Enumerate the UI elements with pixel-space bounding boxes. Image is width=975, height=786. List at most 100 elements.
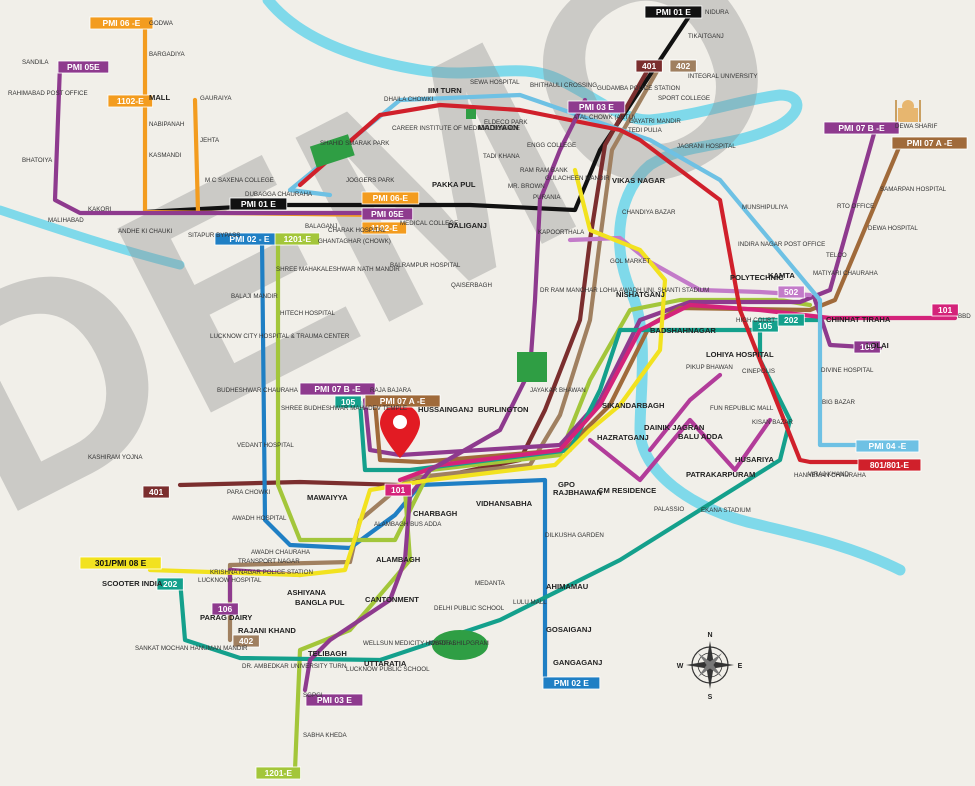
station-label[interactable]: AWADH SHILPGRAM (428, 640, 489, 647)
station-label[interactable]: PARAG DAIRY (200, 613, 252, 622)
station-label[interactable]: BALU ADDA (678, 432, 723, 441)
station-label[interactable]: KASHIRAM YOJNA (88, 454, 143, 461)
station-label[interactable]: BANGLA PUL (295, 598, 345, 607)
station-label[interactable]: VIKAS NAGAR (612, 176, 666, 185)
station-label[interactable]: M C SAXENA COLLEGE (205, 177, 274, 184)
route-tag[interactable]: PMI 05E (57, 60, 110, 74)
station-label[interactable]: DEWA SHARIF (895, 123, 938, 130)
station-label[interactable]: VIRAJ KHAND (808, 471, 849, 478)
station-label[interactable]: MALIHABAD (48, 217, 84, 224)
station-label[interactable]: MR. BROWN (508, 183, 545, 190)
station-label[interactable]: POLYTECHNIC (730, 273, 784, 282)
station-label[interactable]: HIGH COURT (736, 317, 775, 324)
station-label[interactable]: HUSSAINGANJ (418, 405, 473, 414)
route-tag[interactable]: 1201-E (255, 766, 301, 780)
route-tag[interactable]: 301/PMI 08 E (79, 556, 162, 570)
station-label[interactable]: CHARBAGH (413, 509, 457, 518)
station-label[interactable]: BALAGANJ (305, 223, 337, 230)
station-label[interactable]: LUCKNOW CITY HOSPITAL & TRAUMA CENTER (210, 333, 350, 340)
station-label[interactable]: GAYATRI MANDIR (629, 118, 681, 125)
station-label[interactable]: JAYAKAR BHAWAN (530, 387, 586, 394)
station-label[interactable]: KAMTA (768, 271, 795, 280)
station-label[interactable]: TELIBAGH (308, 649, 347, 658)
station-label[interactable]: KISAN BAZAR (752, 419, 793, 426)
station-label[interactable]: DILKUSHA GARDEN (545, 532, 604, 539)
station-label[interactable]: KAKORI (88, 206, 112, 213)
station-label[interactable]: BADSHAHNAGAR (650, 326, 716, 335)
route-tag[interactable]: PMI 01 E (229, 197, 288, 211)
station-label[interactable]: LUCKNOW PUBLIC SCHOOL (346, 666, 430, 673)
station-label[interactable]: ASHIYANA (287, 588, 326, 597)
station-label[interactable]: DELHI PUBLIC SCHOOL (434, 605, 505, 612)
station-label[interactable]: CAREER INSTITUTE OF MEDICAL SCIENCE (392, 125, 520, 132)
location-pin-icon[interactable] (380, 404, 420, 458)
station-label[interactable]: AHIMAMAU (546, 582, 589, 591)
station-label[interactable]: LUCKNOW HOSPITAL (198, 577, 262, 584)
route-tag[interactable]: 401 (142, 485, 170, 499)
route-tag[interactable]: PMI 06-E (361, 191, 420, 205)
station-label[interactable]: EKANA STADIUM (701, 507, 751, 514)
station-label[interactable]: GOL MARKET (610, 258, 651, 265)
station-label[interactable]: CINEPOLIS (742, 368, 775, 375)
station-label[interactable]: BURLINGTON (478, 405, 528, 414)
station-label[interactable]: ANDHE KI CHAUKI (118, 228, 173, 235)
station-label[interactable]: BHITHAULI CROSSING (530, 82, 597, 89)
station-label[interactable]: SHREE MAHAKALESHWAR NATH MANDIR (276, 266, 400, 273)
station-label[interactable]: ENGG COLLEGE (527, 142, 576, 149)
route-tag[interactable]: PMI 07 A -E (891, 136, 968, 150)
station-label[interactable]: SGPGI (303, 692, 323, 699)
station-label[interactable]: QAISERBAGH (451, 282, 492, 289)
station-label[interactable]: VIDHANSABHA (476, 499, 533, 508)
route-tag[interactable]: PMI 02 E (542, 676, 601, 690)
route-tag[interactable]: PMI 04 -E (855, 439, 920, 453)
station-label[interactable]: RAJANI KHAND (238, 626, 296, 635)
station-label[interactable]: KASMANDI (149, 152, 182, 159)
station-label[interactable]: ALAMBAGH (376, 555, 420, 564)
route-tag[interactable]: 101 (931, 303, 959, 317)
station-label[interactable]: DHAILA CHOWKI (384, 96, 433, 103)
station-label[interactable]: BHATOIYA (22, 157, 53, 164)
station-label[interactable]: HAZRATGANJ (597, 433, 649, 442)
station-label[interactable]: SEWA HOSPITAL (470, 79, 520, 86)
station-label[interactable]: WELLSUN MEDICITY HOSPITAL (363, 640, 457, 647)
station-label[interactable]: BIG BAZAR (822, 399, 856, 406)
station-label[interactable]: MATIYARI CHAURAHA (813, 270, 879, 277)
station-label[interactable]: INDIRA NAGAR POST OFFICE (738, 241, 825, 248)
station-label[interactable]: MEDANTA (475, 580, 506, 587)
station-label[interactable]: LOLAI (866, 341, 889, 350)
station-label[interactable]: INTEGRAL UNIVERSITY (688, 73, 758, 80)
route-tag[interactable]: PMI 03 E (567, 100, 626, 114)
station-label[interactable]: DAINIK JAGRAN (644, 423, 704, 432)
station-label[interactable]: DR. AMBEDKAR UNIVERSITY TURN (242, 663, 346, 670)
station-label[interactable]: TRANSPORT NAGAR (238, 558, 300, 565)
station-label[interactable]: NISHATGANJ (616, 290, 665, 299)
station-label[interactable]: TEDI PULIA (628, 127, 663, 134)
station-label[interactable]: CHARAK HOSPITAL (328, 227, 386, 234)
station-label[interactable]: RAJBHAWAN (553, 488, 602, 497)
route-tag[interactable]: 1102-E (107, 94, 153, 108)
station-label[interactable]: SHAHID SMARAK PARK (320, 140, 390, 147)
route-tag[interactable]: 402 (669, 59, 697, 73)
station-label[interactable]: MAWAIYYA (307, 493, 348, 502)
station-label[interactable]: ELDECO PARK (484, 119, 528, 126)
station-label[interactable]: DIVINE HOSPITAL (821, 367, 874, 374)
station-label[interactable]: UTTARATIA (364, 659, 407, 668)
station-label[interactable]: IIM TURN (428, 86, 462, 95)
station-label[interactable]: DUBAGGA CHAURAHA (245, 191, 313, 198)
station-label[interactable]: KAPOORTHALA (538, 229, 585, 236)
station-label[interactable]: SAMARPAN HOSPITAL (880, 186, 947, 193)
route-tag[interactable]: 106 (211, 602, 239, 616)
station-label[interactable]: SPORT COLLEGE (658, 95, 710, 102)
route-tag[interactable]: 202 (777, 313, 805, 327)
station-label[interactable]: BARGADIYA (149, 51, 186, 58)
station-label[interactable]: BBD (958, 313, 971, 320)
station-label[interactable]: GULACHEEN MANDIR (545, 175, 610, 182)
station-label[interactable]: TELCO (826, 252, 847, 259)
station-label[interactable]: PATRAKARPURAM (686, 470, 755, 479)
station-label[interactable]: MADIYAON (478, 123, 519, 132)
station-label[interactable]: JEHTA (200, 137, 220, 144)
station-label[interactable]: HUSARIYA (735, 455, 774, 464)
station-label[interactable]: AWADH CHAURAHA (251, 549, 311, 556)
station-label[interactable]: NABIPANAH (149, 121, 184, 128)
route-tag[interactable]: PMI 07 A -E (364, 394, 441, 408)
